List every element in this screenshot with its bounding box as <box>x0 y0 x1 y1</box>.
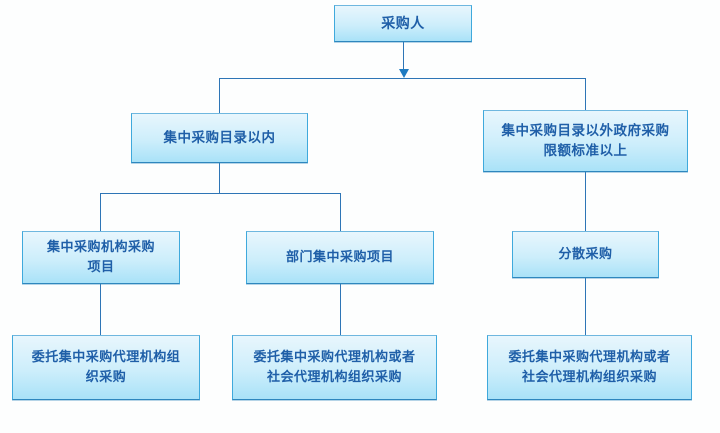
node-root-purchaser[interactable]: 采购人 <box>334 5 472 42</box>
node-centralized-agency-project[interactable]: 集中采购机构采购 项目 <box>22 231 180 284</box>
node-label: 部门集中采购项目 <box>285 249 394 265</box>
connector-root-stem <box>403 41 404 73</box>
connector-in-catalog-split-bar <box>100 193 340 194</box>
node-label: 集中采购目录以外政府采购 限额标准以上 <box>501 123 670 159</box>
connector-bar-to-out-catalog <box>585 78 586 110</box>
connector-out-catalog-to-decentralized <box>585 171 586 231</box>
connector-in-catalog-stem <box>219 162 220 193</box>
connector-bar-to-in-catalog <box>219 78 220 113</box>
node-label: 委托集中采购代理机构组 织采购 <box>31 349 181 385</box>
node-label: 集中采购机构采购 项目 <box>46 239 155 275</box>
node-decentralized-procurement[interactable]: 分散采购 <box>512 231 659 278</box>
node-label: 集中采购目录以内 <box>163 130 276 146</box>
connector-to-centralized-agency-project <box>100 193 101 231</box>
connector-decentralized-to-entrust <box>585 277 586 335</box>
node-label: 采购人 <box>381 15 425 32</box>
node-in-catalog[interactable]: 集中采购目录以内 <box>131 113 308 163</box>
connector-to-department-centralized-project <box>340 193 341 231</box>
node-entrust-centralized-agency[interactable]: 委托集中采购代理机构组 织采购 <box>12 335 200 400</box>
node-label: 委托集中采购代理机构或者 社会代理机构组织采购 <box>508 349 671 385</box>
node-entrust-centralized-or-social-agency-right[interactable]: 委托集中采购代理机构或者 社会代理机构组织采购 <box>487 335 692 400</box>
node-label: 委托集中采购代理机构或者 社会代理机构组织采购 <box>253 349 416 385</box>
connector-department-to-entrust <box>340 283 341 335</box>
node-entrust-centralized-or-social-agency-middle[interactable]: 委托集中采购代理机构或者 社会代理机构组织采购 <box>232 335 437 400</box>
node-department-centralized-project[interactable]: 部门集中采购项目 <box>246 231 434 284</box>
node-label: 分散采购 <box>558 246 613 262</box>
node-out-catalog[interactable]: 集中采购目录以外政府采购 限额标准以上 <box>483 110 688 172</box>
connector-split-bar <box>219 78 585 79</box>
connector-centralized-agency-to-entrust <box>100 283 101 335</box>
arrowhead-root-to-split <box>399 69 409 78</box>
